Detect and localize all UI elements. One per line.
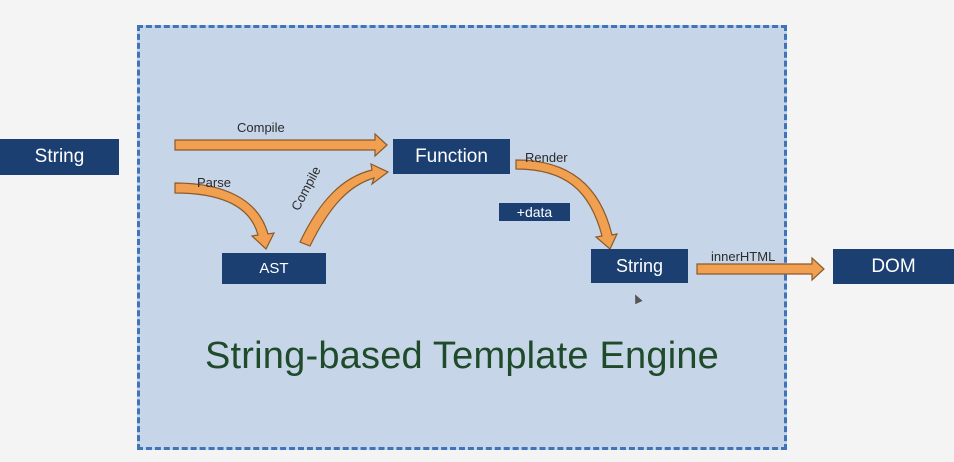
innerhtml-label: innerHTML — [711, 249, 776, 264]
function-node: Function — [393, 139, 510, 174]
compile-top-label: Compile — [237, 120, 285, 135]
string-output-label: String — [615, 255, 664, 276]
dom-label: DOM — [871, 255, 916, 277]
render-arrow — [515, 159, 619, 250]
parse-arrow — [174, 182, 276, 250]
ast-label: AST — [259, 260, 289, 277]
compile-arrow — [174, 132, 388, 158]
function-label: Function — [415, 145, 488, 167]
innerhtml-arrow — [696, 256, 825, 282]
diagram-title: String-based Template Engine — [205, 335, 719, 377]
dom-node: DOM — [833, 249, 954, 284]
render-label: Render — [525, 150, 568, 165]
compile-curve-arrow — [299, 162, 390, 247]
ast-node: AST — [222, 253, 326, 284]
parse-label: Parse — [197, 175, 231, 190]
template-engine-frame — [137, 25, 787, 450]
string-output-node: String — [591, 249, 688, 283]
string-input-label: String — [34, 146, 85, 167]
string-input-node: String — [0, 139, 119, 175]
data-badge: +data — [499, 203, 570, 221]
data-badge-label: +data — [516, 204, 553, 220]
